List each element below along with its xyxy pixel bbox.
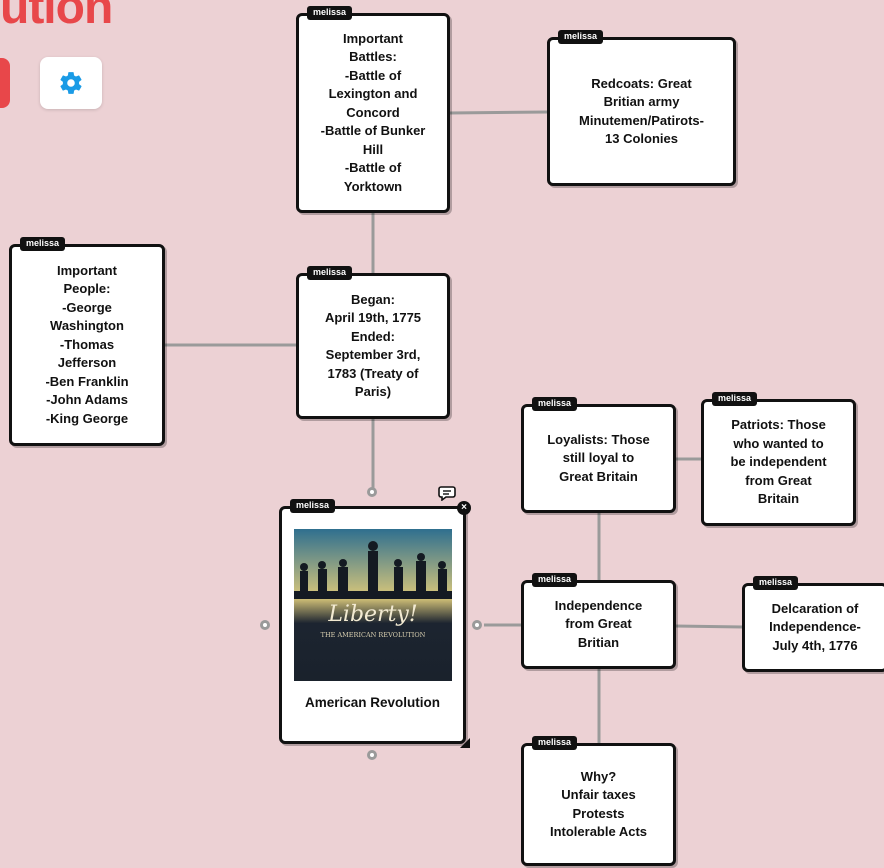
card-text: Redcoats: Great Britian army Minutemen/P… bbox=[579, 75, 704, 147]
center-topic-title: American Revolution bbox=[304, 695, 441, 710]
card-text: Patriots: Those who wanted to be indepen… bbox=[730, 417, 827, 507]
card-redcoats[interactable]: melissa Redcoats: Great Britian army Min… bbox=[547, 30, 736, 186]
card-important-battles[interactable]: melissa Important Battles: -Battle of Le… bbox=[296, 6, 450, 213]
card-why[interactable]: melissa Why? Unfair taxes Protests Intol… bbox=[521, 736, 676, 866]
author-tag: melissa bbox=[290, 499, 336, 513]
connect-handle-bottom[interactable] bbox=[367, 750, 377, 760]
author-tag: melissa bbox=[307, 6, 353, 20]
gear-icon bbox=[60, 72, 82, 94]
author-tag: melissa bbox=[532, 573, 578, 587]
liberty-subtitle: THE AMERICAN REVOLUTION bbox=[321, 631, 426, 639]
link-independence-declaration bbox=[674, 624, 744, 629]
center-topic-card[interactable]: melissa × Liber bbox=[279, 499, 471, 744]
connect-handle-left[interactable] bbox=[260, 620, 270, 630]
author-tag: melissa bbox=[20, 237, 66, 251]
author-tag: melissa bbox=[712, 392, 758, 406]
card-important-people[interactable]: melissa Important People: -George Washin… bbox=[9, 237, 165, 446]
card-patriots[interactable]: melissa Patriots: Those who wanted to be… bbox=[701, 392, 856, 526]
link-battles-redcoats bbox=[448, 110, 549, 115]
connect-handle-top[interactable] bbox=[367, 487, 377, 497]
card-text: Began: April 19th, 1775 Ended: September… bbox=[324, 291, 422, 400]
card-dates[interactable]: melissa Began: April 19th, 1775 Ended: S… bbox=[296, 266, 450, 419]
card-text: Why? Unfair taxes Protests Intolerable A… bbox=[549, 768, 648, 840]
app-title: ution bbox=[0, 0, 113, 34]
close-icon[interactable]: × bbox=[457, 501, 471, 515]
card-text: Loyalists: Those still loyal to Great Br… bbox=[547, 431, 650, 484]
card-text: Important Battles: -Battle of Lexington … bbox=[320, 30, 426, 194]
connect-handle-right[interactable] bbox=[472, 620, 482, 630]
author-tag: melissa bbox=[532, 397, 578, 411]
card-declaration[interactable]: melissa Delcaration of Independence- Jul… bbox=[742, 576, 884, 672]
card-text: Independence from Great Britian bbox=[554, 597, 643, 650]
comment-icon[interactable] bbox=[438, 485, 456, 501]
resize-handle[interactable] bbox=[460, 738, 470, 748]
author-tag: melissa bbox=[307, 266, 353, 280]
liberty-image: Liberty! THE AMERICAN REVOLUTION bbox=[294, 529, 452, 681]
liberty-caption: Liberty! bbox=[327, 602, 417, 627]
card-loyalists[interactable]: melissa Loyalists: Those still loyal to … bbox=[521, 397, 676, 513]
author-tag: melissa bbox=[532, 736, 578, 750]
card-text: Important People: -George Washington -Th… bbox=[45, 262, 129, 426]
author-tag: melissa bbox=[753, 576, 799, 590]
card-independence[interactable]: melissa Independence from Great Britian bbox=[521, 573, 676, 669]
card-text: Delcaration of Independence- July 4th, 1… bbox=[769, 600, 861, 653]
menu-button[interactable] bbox=[0, 58, 10, 108]
settings-button[interactable] bbox=[40, 57, 102, 109]
author-tag: melissa bbox=[558, 30, 604, 44]
